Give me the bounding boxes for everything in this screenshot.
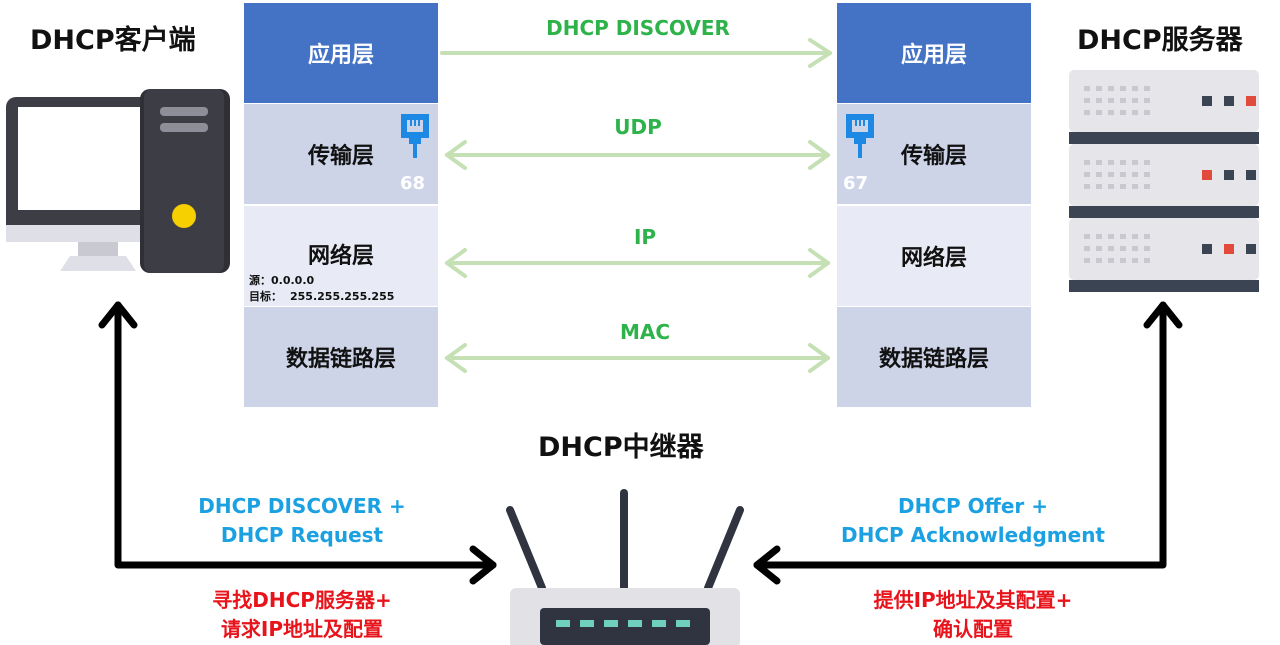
protocol-label-network: IP (633, 225, 657, 249)
right-flow-messages: DHCP Offer + DHCP Acknowledgment (841, 492, 1105, 550)
server-application-layer: 应用层 (837, 3, 1031, 103)
client-network-layer-label: 网络层 (307, 244, 374, 269)
right-flow-path (753, 301, 1167, 569)
left-flow-line1: DHCP DISCOVER + (198, 494, 406, 518)
protocol-label-link: MAC (619, 320, 671, 344)
ip-arrow-head-right (808, 248, 830, 278)
ip-arrow-head-left (445, 248, 467, 278)
right-flow-description: 提供IP地址及其配置+ 确认配置 (874, 586, 1073, 644)
client-link-layer-label: 数据链路层 (285, 347, 396, 372)
right-flow-desc2: 确认配置 (932, 617, 1013, 641)
client-port-number: 68 (400, 173, 426, 194)
left-flow-head-right (469, 545, 497, 585)
client-title: DHCP客户端 (30, 25, 196, 56)
source-address-label: 源： (249, 274, 271, 287)
client-application-layer: 应用层 (244, 3, 438, 103)
server-network-layer: 网络层 (837, 206, 1031, 306)
client-transport-layer-label: 传输层 (307, 144, 374, 169)
protocol-label-transport: UDP (614, 115, 662, 139)
destination-address-label: 目标： (249, 290, 282, 303)
source-address-value: 0.0.0.0 (271, 274, 315, 287)
udp-arrow-head-right (808, 140, 830, 170)
right-flow-line2: DHCP Acknowledgment (841, 523, 1105, 547)
router-icon (506, 489, 744, 645)
source-address: 源：0.0.0.0 (249, 273, 314, 288)
left-flow-desc1: 寻找DHCP服务器+ (212, 588, 392, 612)
left-flow-desc2: 请求IP地址及配置 (220, 617, 384, 641)
protocol-label-app: DHCP DISCOVER (546, 16, 730, 40)
right-flow-desc1: 提供IP地址及其配置+ (873, 588, 1073, 612)
server-transport-layer-label: 传输层 (900, 144, 967, 169)
server-title: DHCP服务器 (1077, 25, 1243, 56)
left-flow-description: 寻找DHCP服务器+ 请求IP地址及配置 (212, 586, 391, 644)
relay-title: DHCP中继器 (538, 432, 704, 463)
left-flow-path (114, 301, 497, 569)
mac-arrow-head-left (445, 343, 467, 373)
computer-icon (6, 89, 230, 273)
client-application-layer-label: 应用层 (307, 43, 374, 68)
network-port-icon (401, 114, 429, 158)
server-port-number: 67 (843, 173, 869, 194)
server-link-layer-label: 数据链路层 (878, 347, 989, 372)
destination-address-value: 255.255.255.255 (290, 290, 395, 303)
server-link-layer: 数据链路层 (837, 307, 1031, 407)
right-flow-head-left (753, 545, 781, 585)
client-network-layer: 网络层 (244, 206, 438, 306)
server-network-layer-label: 网络层 (900, 246, 967, 271)
left-flow-head-up (98, 301, 138, 329)
left-flow-messages: DHCP DISCOVER + DHCP Request (198, 492, 406, 550)
mac-arrow-head-right (808, 343, 830, 373)
discover-arrow-head (808, 38, 832, 68)
client-link-layer: 数据链路层 (244, 307, 438, 407)
udp-arrow-head-left (445, 140, 467, 170)
network-port-icon (846, 114, 874, 158)
right-flow-head-up (1143, 301, 1183, 329)
server-application-layer-label: 应用层 (900, 43, 967, 68)
destination-address: 目标： 255.255.255.255 (249, 289, 394, 304)
right-flow-line1: DHCP Offer + (897, 494, 1048, 518)
left-flow-line2: DHCP Request (220, 523, 384, 547)
server-icon (1069, 70, 1259, 292)
